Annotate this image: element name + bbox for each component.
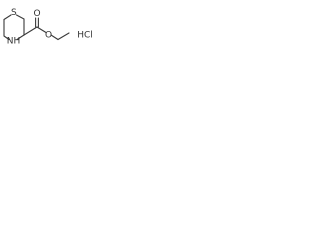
ethyl-thiomorpholine-3-carboxylate-hydrochloride-structure: S NH O O HCl — [3, 8, 93, 47]
hydrochloride-label: HCl — [77, 31, 93, 41]
nitrogen-atom-label: NH — [7, 37, 21, 47]
bond-s-c2 — [15, 14, 25, 20]
bond-ester-oxygen-ch2 — [50, 34, 59, 41]
carbonyl-oxygen-label: O — [33, 9, 40, 19]
bond-n-c5 — [3, 35, 10, 41]
bond-c3-carbonyl-carbon — [23, 26, 38, 36]
bond-s-c6 — [3, 14, 12, 21]
bond-carbonyl-carbon-ester-oxygen — [36, 26, 47, 34]
thiomorpholine-ring — [3, 14, 25, 41]
ethyl-ester-group — [23, 17, 70, 41]
ester-oxygen-label: O — [45, 31, 52, 41]
sulfur-atom-label: S — [11, 8, 17, 18]
bond-ch2-ch3 — [57, 32, 70, 41]
bond-c3-n — [16, 34, 25, 41]
